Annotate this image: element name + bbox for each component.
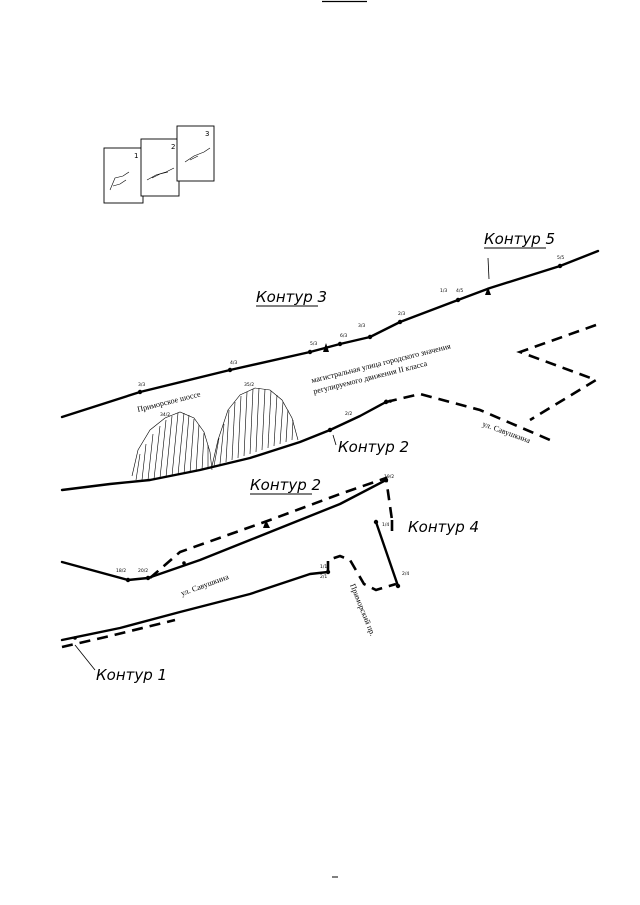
pt-label-6-3: 6/3 [340,333,347,339]
pt-label-19-2: 19/2 [384,474,394,480]
sheet-2-number: 2 [171,143,175,151]
contour-1-dashed [61,618,176,649]
savushkina-north-dashed [385,392,551,442]
street-savushkina-lower: ул. Савушкина [180,572,231,598]
sheet-3-sketch [184,147,211,163]
pt-label-1-3: 1/3 [440,288,447,294]
pt-label-2-3: 2/3 [398,311,405,317]
pt-label-3-3-a: 3/3 [138,382,145,388]
sheet-index-map: 1 2 3 [103,125,215,204]
building-right-arch [211,387,299,467]
contour-2-upper-label-group: Контур 2 [332,434,409,456]
contour-2-upper-label: Контур 2 [338,438,409,456]
pt-label-3-3-b: 3/3 [358,323,365,329]
contour-1-label: Контур 1 [96,666,167,684]
street-primorsky-prospekt: Приморский пр. [348,582,377,637]
pt-label-4-5: 4/5 [456,288,463,294]
contour-3-label: Контур 3 [256,288,327,306]
street-primorskoe-shosse: Приморское шоссе [136,389,202,414]
hatch-lines [135,387,294,481]
contour-4-dashed [326,520,397,592]
contour-5-label-group: Контур 5 [484,230,555,280]
contour-4-label-group: Контур 4 [408,518,479,536]
sheet-3-frame [176,125,215,182]
primorskoe-lower-edge [60,400,388,492]
pt-label-5-5: 5/5 [557,255,564,261]
pt-label-4-3: 4/3 [230,360,237,366]
sheet-1-number: 1 [134,152,138,160]
building-point-tags: 34/2 35/2 [160,382,254,418]
hatched-building-cluster: 34/2 35/2 [131,382,299,481]
contour-4-solid [374,520,400,588]
contour-5-dashed [516,323,599,422]
contour-2-upper-leader [332,434,337,446]
contour-2-dashed-boundary [149,476,394,579]
savushkina-upper-edge [60,478,388,582]
direction-ticks [263,287,491,528]
pt-label-2-4: 2/4 [402,571,409,577]
tag-34-2: 34/2 [160,412,170,418]
pt-label-18-2: 18/2 [116,568,126,574]
sheet-1-sketch [109,171,130,191]
contour-1-label-group: Контур 1 [74,644,167,684]
sheet-2-frame [140,138,180,197]
sheet-2-sketch [146,167,175,181]
tag-35-2: 35/2 [244,382,254,388]
pt-label-3-2: 3/2 [385,399,392,405]
contour-2-lower-label-group: Контур 2 [250,476,321,495]
point-labels: 3/3 4/3 5/3 6/3 3/3 2/3 1/3 4/5 5/5 2/2 … [116,255,564,580]
pt-label-20-2: 20/2 [138,568,148,574]
savushkina-lower-edge [60,570,330,642]
pt-label-1-1: 1/1 [320,564,327,570]
contour-4-label: Контур 4 [408,518,479,536]
primorskoe-upper-edge [60,249,600,419]
pt-label-2-1: 2/1 [320,574,327,580]
pt-label-5-3: 5/3 [310,341,317,347]
street-savushkina-right: ул. Савушкина [481,419,532,445]
contour-1-leader [74,644,96,671]
building-left-arch [131,411,213,477]
contour-5-label: Контур 5 [484,230,555,248]
contour-3-label-group: Контур 3 [256,288,327,307]
road-nodes [73,263,563,640]
contour-2-lower-label: Контур 2 [250,476,321,494]
sheet-3-number: 3 [205,130,209,138]
pt-label-1-4: 1/4 [382,522,389,528]
pt-label-2-2: 2/2 [345,411,352,417]
contour-5-leader [487,257,490,280]
